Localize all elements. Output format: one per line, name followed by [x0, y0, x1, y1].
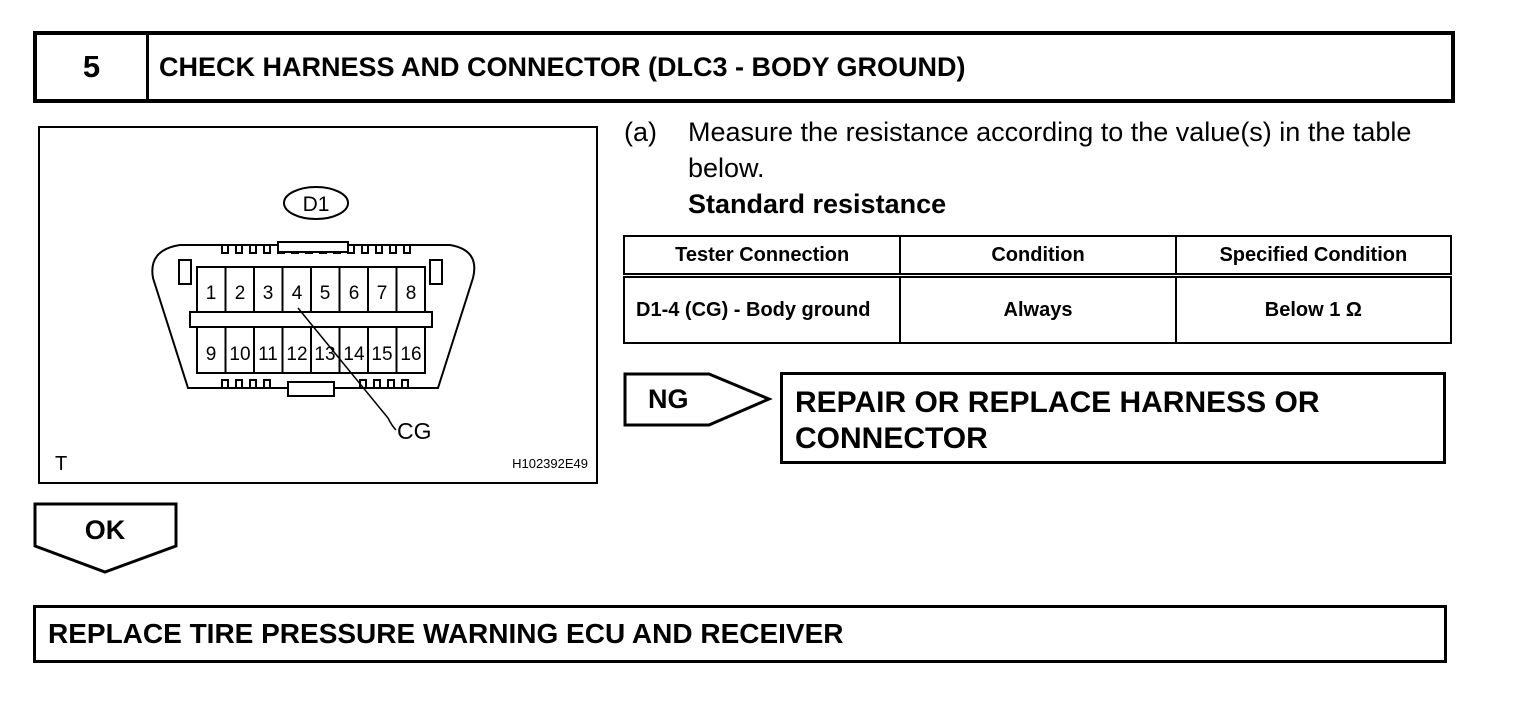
- table-cell: Always: [899, 274, 1177, 344]
- pin-number: 9: [206, 344, 217, 365]
- figure-id: H102392E49: [512, 456, 588, 471]
- ng-action-box: REPAIR OR REPLACE HARNESS OR CONNECTOR: [780, 372, 1446, 464]
- top-key: [277, 241, 349, 253]
- ng-arrow: NG: [623, 372, 773, 427]
- table-header-cell: Tester Connection: [622, 235, 902, 277]
- pin-dividers: [224, 267, 398, 373]
- pin-number: 15: [371, 344, 392, 365]
- cg-label: CG: [397, 418, 432, 444]
- connector-diagram: D1 1 2 3 4 5 6 7 8 9 10 11 12 13 14 15 1…: [38, 126, 598, 484]
- table-header-row: Tester Connection Condition Specified Co…: [622, 235, 1453, 277]
- ng-label: NG: [648, 384, 689, 414]
- pin-number: 11: [258, 344, 278, 365]
- connector-label-ellipse: [283, 186, 349, 220]
- ok-arrow-shape: [33, 502, 178, 574]
- pin-number: 1: [206, 283, 217, 304]
- final-action-box: REPLACE TIRE PRESSURE WARNING ECU AND RE…: [33, 605, 1447, 663]
- pin-number: 6: [349, 283, 360, 304]
- pin-number: 10: [229, 344, 250, 365]
- pin-number: 3: [263, 283, 274, 304]
- ok-label: OK: [85, 515, 126, 545]
- ng-arrow-shape: [623, 372, 773, 427]
- standard-resistance-heading: Standard resistance: [688, 189, 947, 219]
- pin-number: 13: [314, 344, 335, 365]
- pin-number: 8: [406, 283, 417, 304]
- right-slot: [429, 259, 443, 285]
- instruction-label: (a): [624, 117, 657, 147]
- corner-label: T: [55, 453, 67, 475]
- pin-number: 16: [400, 344, 421, 365]
- pin-number: 2: [235, 283, 246, 304]
- step-title: CHECK HARNESS AND CONNECTOR (DLC3 - BODY…: [159, 51, 966, 82]
- instruction-block: (a) Measure the resistance according to …: [624, 114, 1444, 222]
- step-header: 5 CHECK HARNESS AND CONNECTOR (DLC3 - BO…: [33, 31, 1455, 103]
- connector-label: D1: [303, 193, 330, 216]
- left-slot: [178, 259, 192, 285]
- bottom-key: [287, 381, 335, 397]
- pin-number: 14: [343, 344, 365, 365]
- cg-leader-line: [297, 307, 389, 419]
- dlc3-connector-drawing: D1 1 2 3 4 5 6 7 8 9 10 11 12 13 14 15 1…: [55, 186, 588, 475]
- pin-number: 12: [286, 344, 307, 365]
- table-row: D1-4 (CG) - Body ground Always Below 1 Ω: [622, 274, 1453, 344]
- connector-housing: [151, 244, 476, 389]
- table-header-cell: Condition: [899, 235, 1177, 277]
- cg-leader-curve: [387, 417, 397, 431]
- pin-number: 4: [292, 283, 303, 304]
- table-header-cell: Specified Condition: [1174, 235, 1453, 277]
- table-cell: Below 1 Ω: [1174, 274, 1453, 344]
- bottom-latch-teeth: [221, 379, 409, 388]
- table-cell: D1-4 (CG) - Body ground: [622, 274, 902, 344]
- pin-number: 7: [377, 283, 388, 304]
- pin-number: 5: [320, 283, 331, 304]
- resistance-table: Tester Connection Condition Specified Co…: [622, 235, 1453, 344]
- ok-arrow: OK: [33, 502, 178, 574]
- instruction-text: Measure the resistance according to the …: [688, 117, 1412, 183]
- step-number: 5: [37, 35, 149, 99]
